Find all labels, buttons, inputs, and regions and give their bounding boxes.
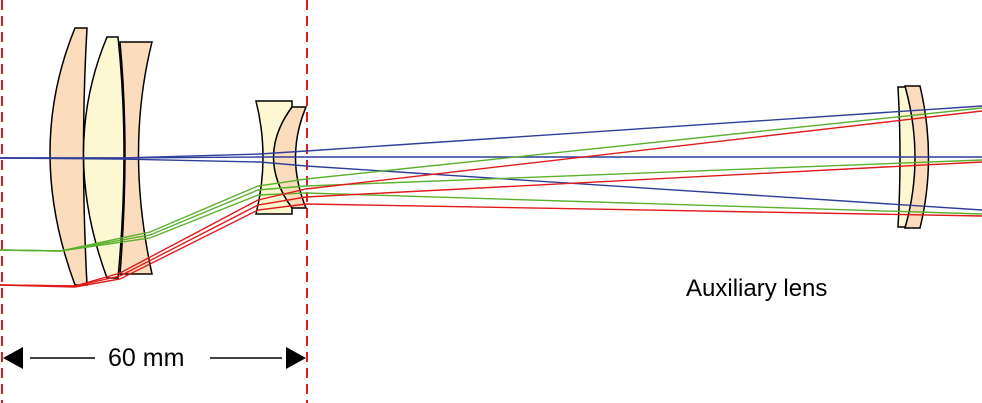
blue-ray-bundle xyxy=(0,105,982,211)
arrowhead-right-icon xyxy=(286,347,306,369)
red-ray-bundle xyxy=(0,110,982,288)
auxiliary-lens-label: Auxiliary lens xyxy=(686,275,828,302)
dimension-label: 60 mm xyxy=(108,344,185,372)
main-lens-group xyxy=(49,27,153,286)
arrowhead-left-icon xyxy=(3,347,23,369)
green-ray-bundle xyxy=(0,107,982,252)
dimension-arrow xyxy=(3,347,306,369)
